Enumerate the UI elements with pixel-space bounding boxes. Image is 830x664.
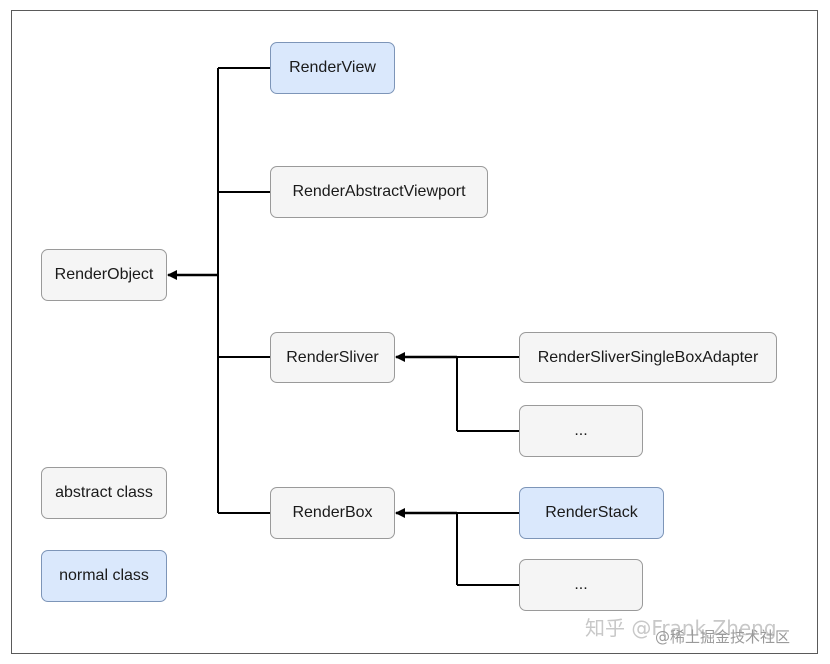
- node-rendersliver: RenderSliver: [270, 332, 395, 383]
- node-rendersliversingleboxadapter: RenderSliverSingleBoxAdapter: [519, 332, 777, 383]
- watermark-subtext: @稀土掘金技术社区: [655, 628, 791, 646]
- node-box-ellipsis: ...: [519, 559, 643, 611]
- node-renderstack: RenderStack: [519, 487, 664, 539]
- node-renderview: RenderView: [270, 42, 395, 94]
- node-renderobject: RenderObject: [41, 249, 167, 301]
- node-renderabstractviewport: RenderAbstractViewport: [270, 166, 488, 218]
- watermark-text: 知乎 @Frank Zheng: [585, 616, 777, 640]
- legend-abstract-class: abstract class: [41, 467, 167, 519]
- legend-normal-class: normal class: [41, 550, 167, 602]
- node-sliver-ellipsis: ...: [519, 405, 643, 457]
- node-renderbox: RenderBox: [270, 487, 395, 539]
